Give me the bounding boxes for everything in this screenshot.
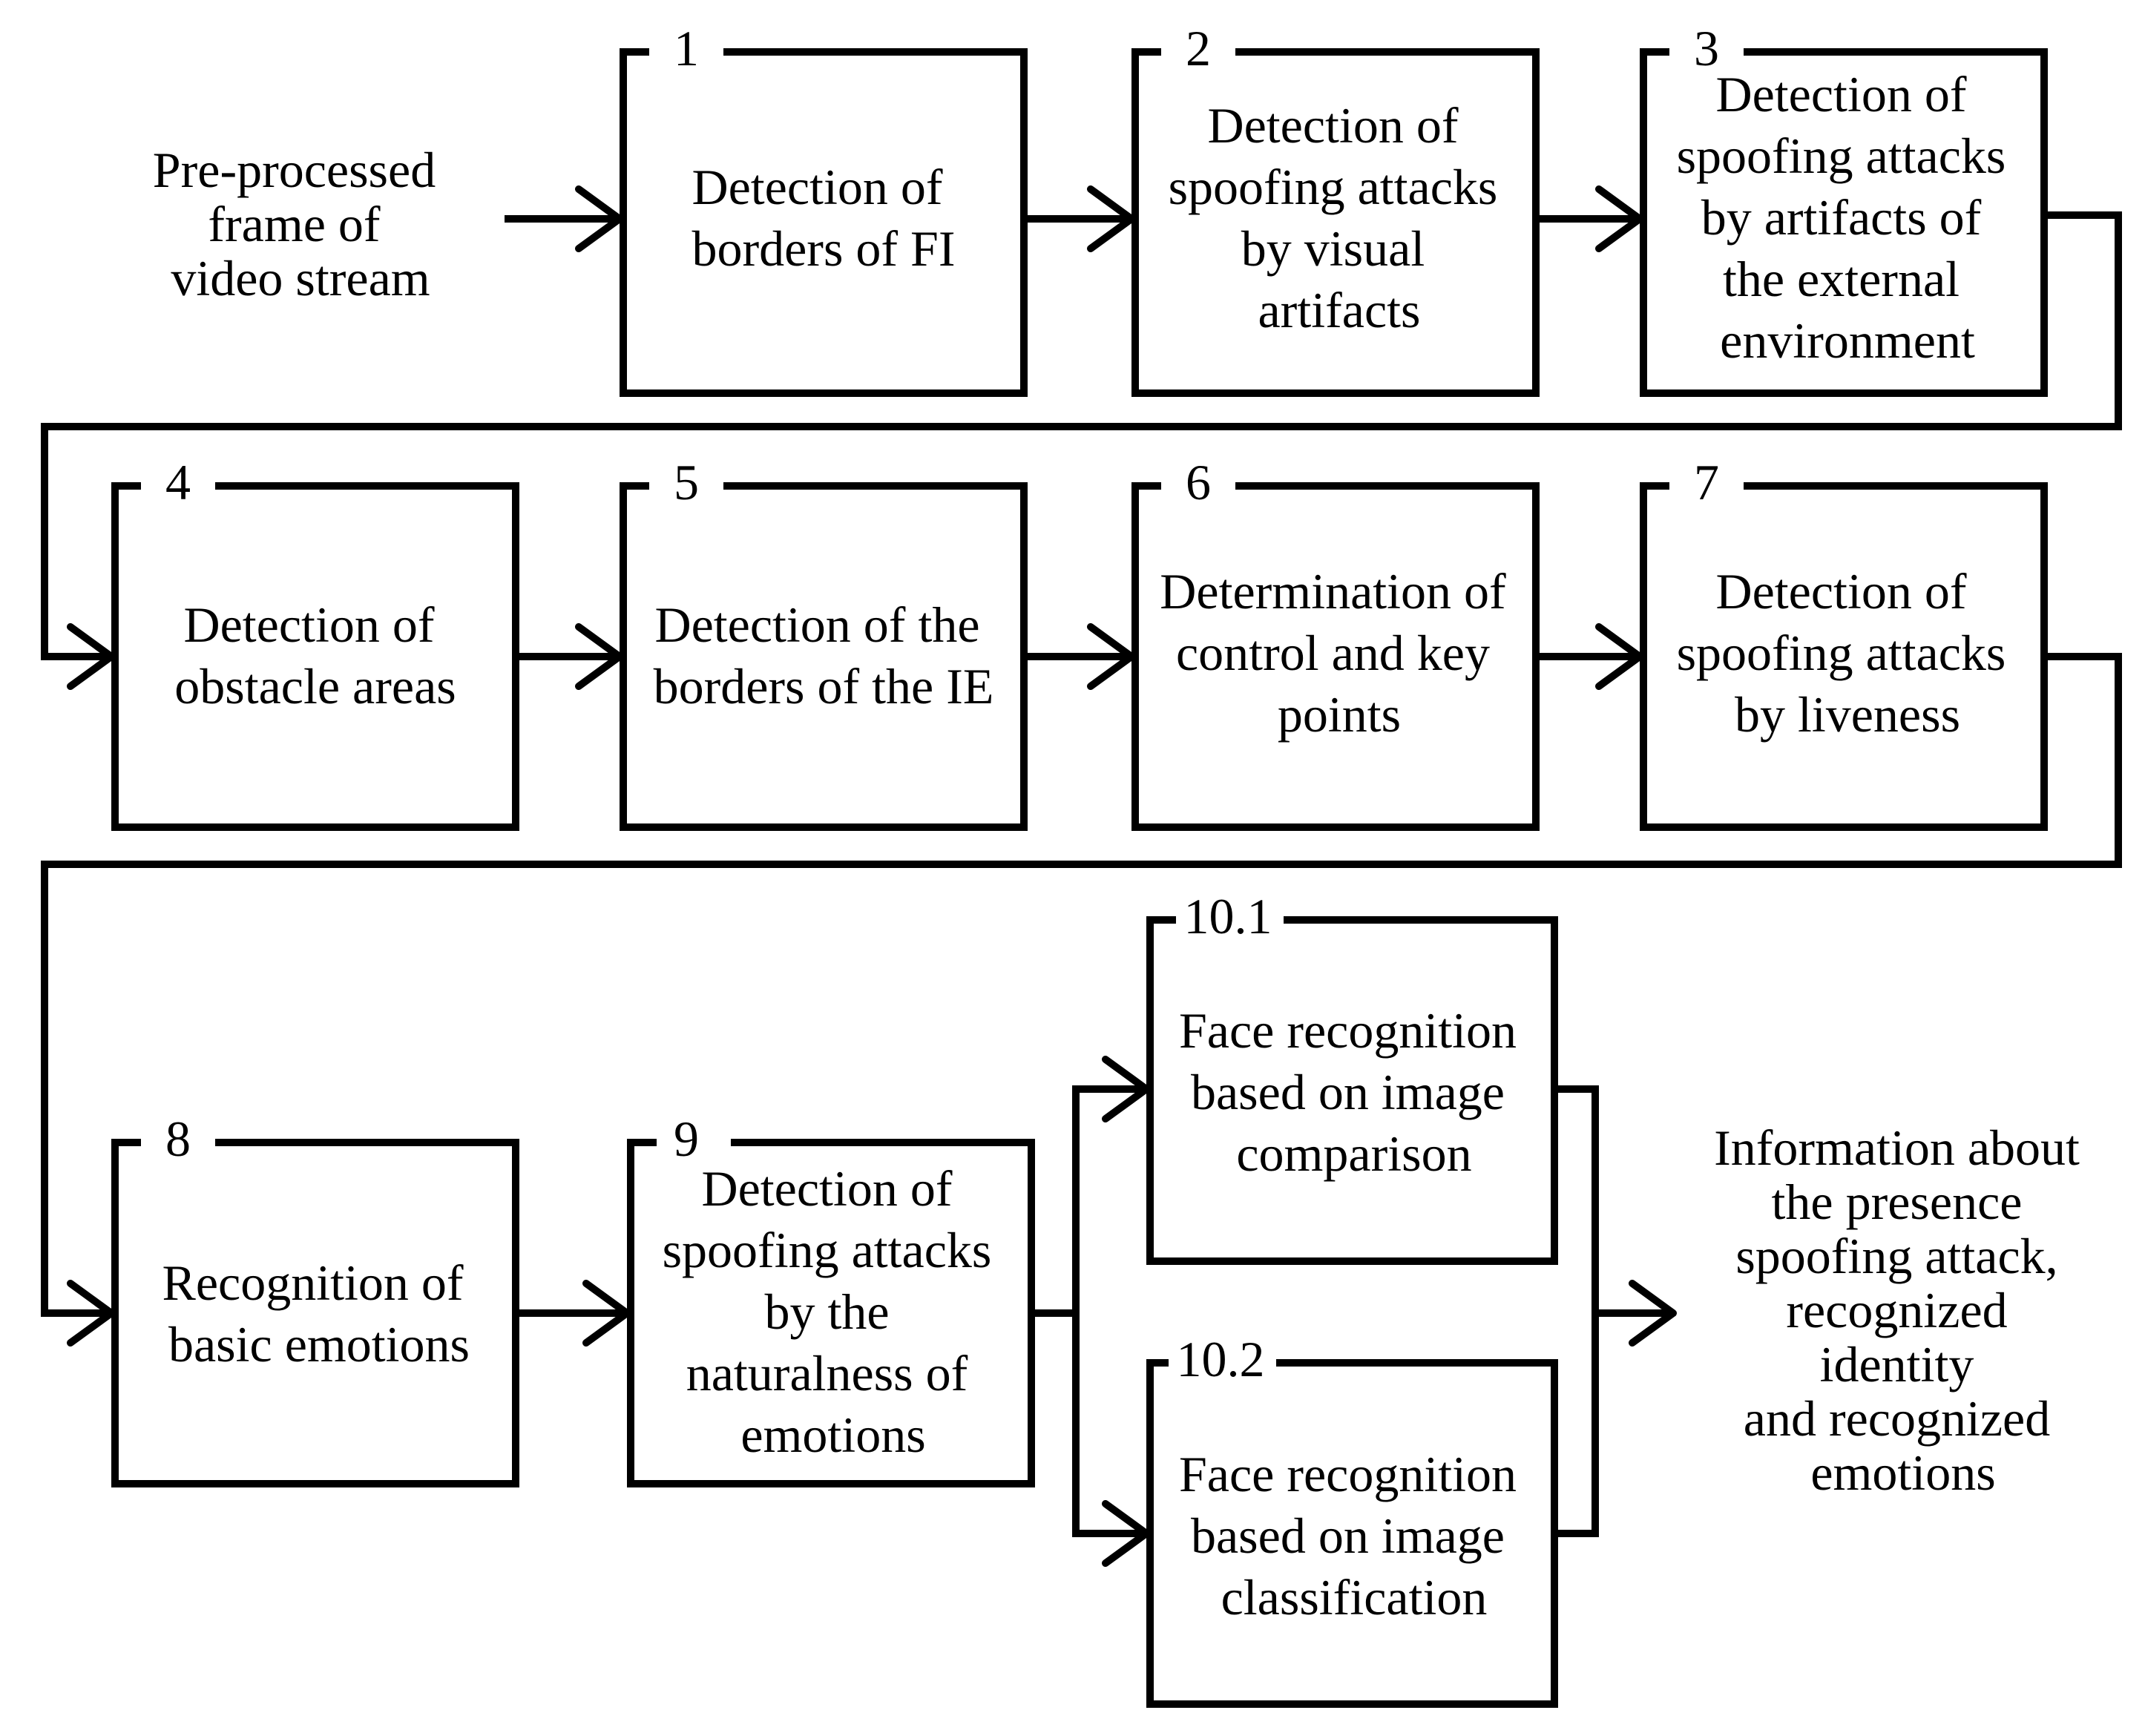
arrowhead-icon (67, 1280, 115, 1347)
arrowhead-icon (582, 1280, 631, 1347)
block-10-2-number: 10.2 (1177, 1331, 1265, 1387)
arrow-9-to-10-1 (1031, 1085, 1146, 1317)
arrow-3-to-4 (41, 211, 2122, 660)
block-1-number: 1 (674, 20, 699, 76)
input-label: Pre-processed frame of video stream (153, 142, 448, 306)
arrowhead-icon (575, 185, 623, 252)
arrowhead-icon (1102, 1500, 1150, 1567)
block-4: 4 Detection of obstacle areas (111, 454, 519, 831)
block-4-number: 4 (165, 454, 191, 510)
block-1: 1 Detection of borders of FI (620, 20, 1028, 397)
block-5-number: 5 (674, 454, 699, 510)
block-3-label: Detection of spoofing attacks by artifac… (1677, 66, 2019, 369)
block-8-label: Recognition of basic emotions (162, 1255, 476, 1372)
block-6: 6 Determination of control and key point… (1131, 454, 1540, 831)
arrowhead-icon (67, 623, 115, 690)
block-3-number: 3 (1694, 20, 1719, 76)
block-10-2-label: Face recognition based on image classifi… (1179, 1446, 1529, 1625)
arrowhead-icon (1087, 623, 1135, 690)
block-7: 7 Detection of spoofing attacks by liven… (1640, 454, 2048, 831)
arrowhead-icon (1102, 1056, 1150, 1122)
block-5-label: Detection of the borders of the IE (654, 596, 994, 714)
block-10-1: 10.1 Face recognition based on image com… (1146, 888, 1558, 1265)
block-9: 9 Detection of spoofing attacks by the n… (627, 1111, 1035, 1487)
block-10-1-number: 10.1 (1184, 888, 1272, 944)
arrowhead-icon (1595, 623, 1643, 690)
arrow-9-to-10-2 (1072, 1313, 1146, 1537)
block-2-number: 2 (1186, 20, 1211, 76)
arrowhead-icon (575, 623, 623, 690)
block-10-2: 10.2 Face recognition based on image cla… (1146, 1331, 1558, 1708)
block-6-number: 6 (1186, 454, 1211, 510)
arrowhead-icon (1629, 1280, 1677, 1347)
block-4-label: Detection of obstacle areas (174, 596, 456, 714)
block-10-1-label: Face recognition based on image comparis… (1179, 1002, 1529, 1182)
block-7-label: Detection of spoofing attacks by livenes… (1677, 563, 2019, 743)
block-2: 2 Detection of spoofing attacks by visua… (1131, 20, 1540, 397)
block-5: 5 Detection of the borders of the IE (620, 454, 1028, 831)
block-3: 3 Detection of spoofing attacks by artif… (1640, 20, 2048, 397)
block-8-number: 8 (165, 1111, 191, 1167)
output-label: Information about the presence spoofing … (1714, 1119, 2092, 1501)
arrowhead-icon (1595, 185, 1643, 252)
block-8: 8 Recognition of basic emotions (111, 1111, 519, 1487)
line-10-1-to-output (1554, 1085, 1599, 1537)
connectors (41, 185, 2122, 1567)
arrow-7-to-8 (41, 653, 2122, 1317)
arrowhead-icon (1087, 185, 1135, 252)
block-9-label: Detection of spoofing attacks by the nat… (663, 1160, 1005, 1463)
block-2-label: Detection of spoofing attacks by visual … (1169, 97, 1511, 338)
block-6-label: Determination of control and key points (1160, 563, 1518, 743)
block-9-number: 9 (674, 1111, 699, 1167)
block-1-label: Detection of borders of FI (692, 159, 955, 277)
block-7-number: 7 (1694, 454, 1719, 510)
